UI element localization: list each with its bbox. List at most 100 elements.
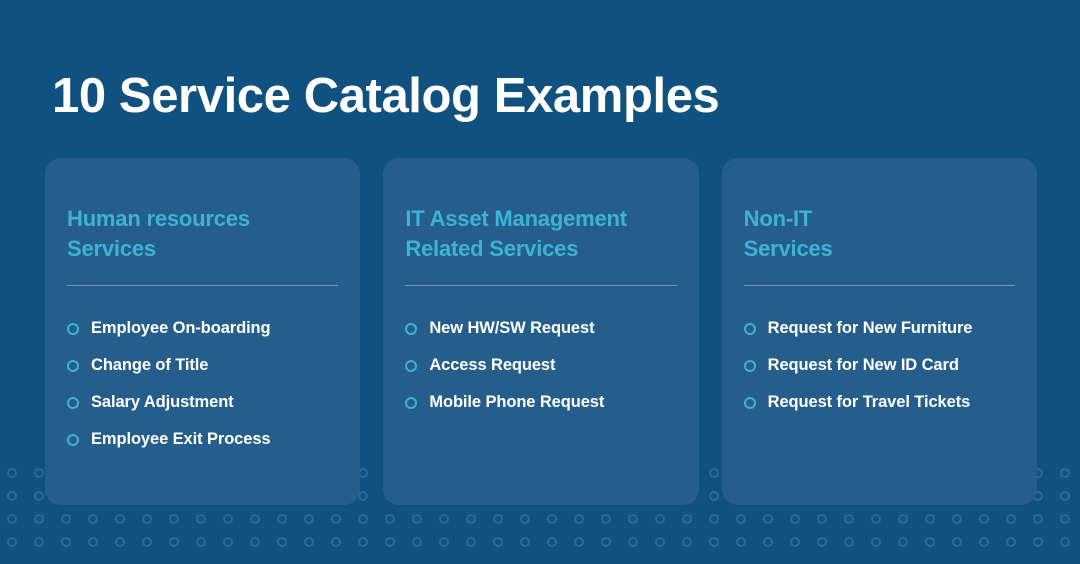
dot-icon bbox=[736, 537, 746, 547]
dot-icon bbox=[7, 468, 17, 478]
dot-icon bbox=[1060, 537, 1070, 547]
dot-icon bbox=[412, 537, 422, 547]
dot-icon bbox=[331, 514, 341, 524]
dot-icon bbox=[1033, 514, 1043, 524]
dot-icon bbox=[466, 514, 476, 524]
card-divider bbox=[67, 285, 339, 286]
service-card-title: Non-IT Services bbox=[743, 206, 833, 261]
dot-icon bbox=[169, 514, 179, 524]
dot-icon bbox=[412, 514, 422, 524]
service-list-item[interactable]: Request for Travel Tickets bbox=[743, 384, 1015, 421]
dot-icon bbox=[7, 491, 17, 501]
dot-icon bbox=[709, 537, 719, 547]
service-item-label: Request for Travel Tickets bbox=[767, 393, 971, 411]
dot-icon bbox=[790, 514, 800, 524]
dot-icon bbox=[34, 537, 44, 547]
dot-icon bbox=[520, 537, 530, 547]
dot-icon bbox=[925, 537, 935, 547]
dot-icon bbox=[304, 514, 314, 524]
dot-icon bbox=[1060, 491, 1070, 501]
service-list-item[interactable]: Employee On-boarding bbox=[67, 310, 338, 347]
circle-outline-bullet-icon bbox=[67, 322, 79, 335]
dot-icon bbox=[1060, 514, 1070, 524]
dot-icon bbox=[844, 537, 854, 547]
dot-icon bbox=[196, 537, 206, 547]
service-list-item[interactable]: Access Request bbox=[405, 347, 676, 384]
dot-icon bbox=[655, 514, 665, 524]
dot-icon bbox=[655, 537, 665, 547]
service-list-item[interactable]: Change of Title bbox=[67, 347, 338, 384]
dot-icon bbox=[844, 514, 854, 524]
dot-icon bbox=[979, 514, 989, 524]
service-list-item[interactable]: Request for New ID Card bbox=[743, 347, 1015, 384]
dot-icon bbox=[817, 537, 827, 547]
service-item-label: Employee On-boarding bbox=[91, 319, 271, 337]
dot-icon bbox=[88, 514, 98, 524]
dot-icon bbox=[682, 537, 692, 547]
circle-outline-bullet-icon bbox=[405, 322, 418, 335]
dot-icon bbox=[979, 537, 989, 547]
dot-icon bbox=[34, 468, 44, 478]
service-item-label: Request for New ID Card bbox=[767, 356, 959, 374]
dot-icon bbox=[61, 537, 71, 547]
dot-icon bbox=[142, 537, 152, 547]
dot-icon bbox=[574, 537, 584, 547]
service-list-item[interactable]: Mobile Phone Request bbox=[405, 384, 676, 421]
service-list-item[interactable]: Request for New Furniture bbox=[743, 310, 1015, 347]
circle-outline-bullet-icon bbox=[743, 359, 756, 372]
dot-icon bbox=[493, 537, 503, 547]
dot-icon bbox=[1006, 514, 1016, 524]
dot-icon bbox=[952, 514, 962, 524]
dot-icon bbox=[763, 537, 773, 547]
service-item-label: Employee Exit Process bbox=[91, 430, 271, 448]
dot-icon bbox=[61, 514, 71, 524]
service-card-title: Human resources Services bbox=[67, 206, 250, 261]
dot-icon bbox=[790, 537, 800, 547]
service-item-label: Salary Adjustment bbox=[91, 393, 234, 411]
dot-icon bbox=[574, 514, 584, 524]
dot-icon bbox=[709, 514, 719, 524]
service-item-label: Mobile Phone Request bbox=[429, 393, 605, 411]
circle-outline-bullet-icon bbox=[67, 396, 79, 409]
service-item-label: Access Request bbox=[429, 356, 556, 374]
dot-icon bbox=[277, 537, 287, 547]
dot-icon bbox=[7, 537, 17, 547]
service-item-label: Request for New Furniture bbox=[767, 319, 973, 337]
dot-icon bbox=[628, 514, 638, 524]
dot-icon bbox=[925, 514, 935, 524]
dot-icon bbox=[1006, 537, 1016, 547]
dot-icon bbox=[115, 514, 125, 524]
dot-icon bbox=[439, 514, 449, 524]
dot-icon bbox=[628, 537, 638, 547]
dot-icon bbox=[1033, 537, 1043, 547]
dot-icon bbox=[34, 514, 44, 524]
dot-icon bbox=[520, 514, 530, 524]
dot-icon bbox=[466, 537, 476, 547]
card-divider bbox=[743, 285, 1015, 286]
dot-icon bbox=[88, 537, 98, 547]
dot-icon bbox=[439, 537, 449, 547]
dot-icon bbox=[547, 514, 557, 524]
dot-icon bbox=[250, 514, 260, 524]
dot-icon bbox=[898, 514, 908, 524]
dot-icon bbox=[223, 537, 233, 547]
service-list-item[interactable]: Employee Exit Process bbox=[67, 421, 338, 458]
circle-outline-bullet-icon bbox=[743, 322, 756, 335]
circle-outline-bullet-icon bbox=[743, 396, 756, 409]
service-card-title: IT Asset Management Related Services bbox=[405, 206, 627, 261]
dot-icon bbox=[817, 514, 827, 524]
service-list-item[interactable]: New HW/SW Request bbox=[405, 310, 676, 347]
service-list-item[interactable]: Salary Adjustment bbox=[67, 384, 338, 421]
dot-icon bbox=[7, 514, 17, 524]
dot-icon bbox=[547, 537, 557, 547]
dot-icon bbox=[250, 537, 260, 547]
dot-row bbox=[0, 537, 1080, 549]
dot-icon bbox=[385, 514, 395, 524]
